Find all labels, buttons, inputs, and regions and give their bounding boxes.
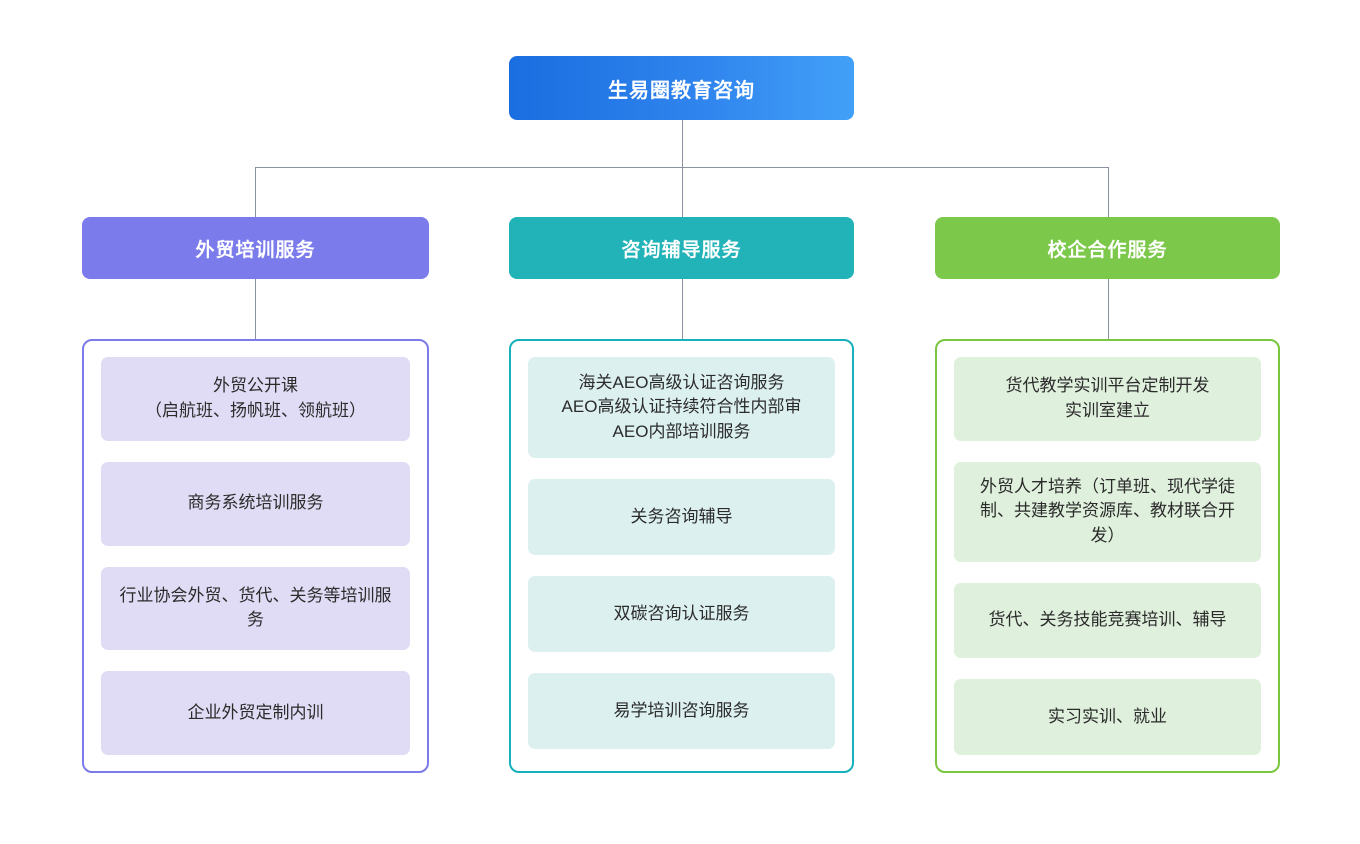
connector-branch-2-stem	[682, 167, 683, 217]
branch-2-panel: 海关AEO高级认证咨询服务 AEO高级认证持续符合性内部审 AEO内部培训服务 …	[509, 339, 854, 773]
branch-2-item-4[interactable]: 易学培训咨询服务	[528, 673, 835, 749]
connector-branch-1-panel-stem	[255, 279, 256, 339]
branch-3-panel: 货代教学实训平台定制开发 实训室建立 外贸人才培养（订单班、现代学徒制、共建教学…	[935, 339, 1280, 773]
connector-branch-2-panel-stem	[682, 279, 683, 339]
branch-1-item-3[interactable]: 行业协会外贸、货代、关务等培训服务	[101, 566, 410, 651]
branch-1-item-1[interactable]: 外贸公开课 （启航班、扬帆班、领航班）	[101, 357, 410, 441]
connector-branch-1-stem	[255, 167, 256, 217]
branch-1-panel: 外贸公开课 （启航班、扬帆班、领航班） 商务系统培训服务 行业协会外贸、货代、关…	[82, 339, 429, 773]
connector-horizontal-bus	[255, 167, 1108, 168]
branch-1-header[interactable]: 外贸培训服务	[82, 217, 429, 279]
branch-1-item-4[interactable]: 企业外贸定制内训	[101, 671, 410, 755]
branch-1-header-label: 外贸培训服务	[195, 239, 316, 261]
connector-branch-3-stem	[1108, 167, 1109, 217]
branch-2-item-3[interactable]: 双碳咨询认证服务	[528, 576, 835, 652]
branch-3-item-4[interactable]: 实习实训、就业	[954, 679, 1261, 755]
branch-2-item-2[interactable]: 关务咨询辅导	[528, 479, 835, 555]
branch-2-item-1[interactable]: 海关AEO高级认证咨询服务 AEO高级认证持续符合性内部审 AEO内部培训服务	[528, 357, 835, 458]
branch-2-header-label: 咨询辅导服务	[621, 239, 742, 261]
branch-3-item-3[interactable]: 货代、关务技能竞赛培训、辅导	[954, 582, 1261, 659]
connector-root-stem	[682, 120, 683, 167]
root-node[interactable]: 生易圈教育咨询	[509, 56, 854, 120]
branch-3-header[interactable]: 校企合作服务	[935, 217, 1280, 279]
branch-3-item-2[interactable]: 外贸人才培养（订单班、现代学徒制、共建教学资源库、教材联合开发）	[954, 461, 1261, 562]
branch-column-1: 外贸培训服务 外贸公开课 （启航班、扬帆班、领航班） 商务系统培训服务 行业协会…	[82, 217, 429, 773]
branch-column-3: 校企合作服务 货代教学实训平台定制开发 实训室建立 外贸人才培养（订单班、现代学…	[935, 217, 1280, 773]
connector-branch-3-panel-stem	[1108, 279, 1109, 339]
branch-column-2: 咨询辅导服务 海关AEO高级认证咨询服务 AEO高级认证持续符合性内部审 AEO…	[509, 217, 854, 773]
branch-2-header[interactable]: 咨询辅导服务	[509, 217, 854, 279]
root-node-label: 生易圈教育咨询	[608, 79, 755, 102]
branch-3-item-1[interactable]: 货代教学实训平台定制开发 实训室建立	[954, 357, 1261, 441]
branch-1-item-2[interactable]: 商务系统培训服务	[101, 461, 410, 546]
branch-3-header-label: 校企合作服务	[1047, 239, 1168, 261]
